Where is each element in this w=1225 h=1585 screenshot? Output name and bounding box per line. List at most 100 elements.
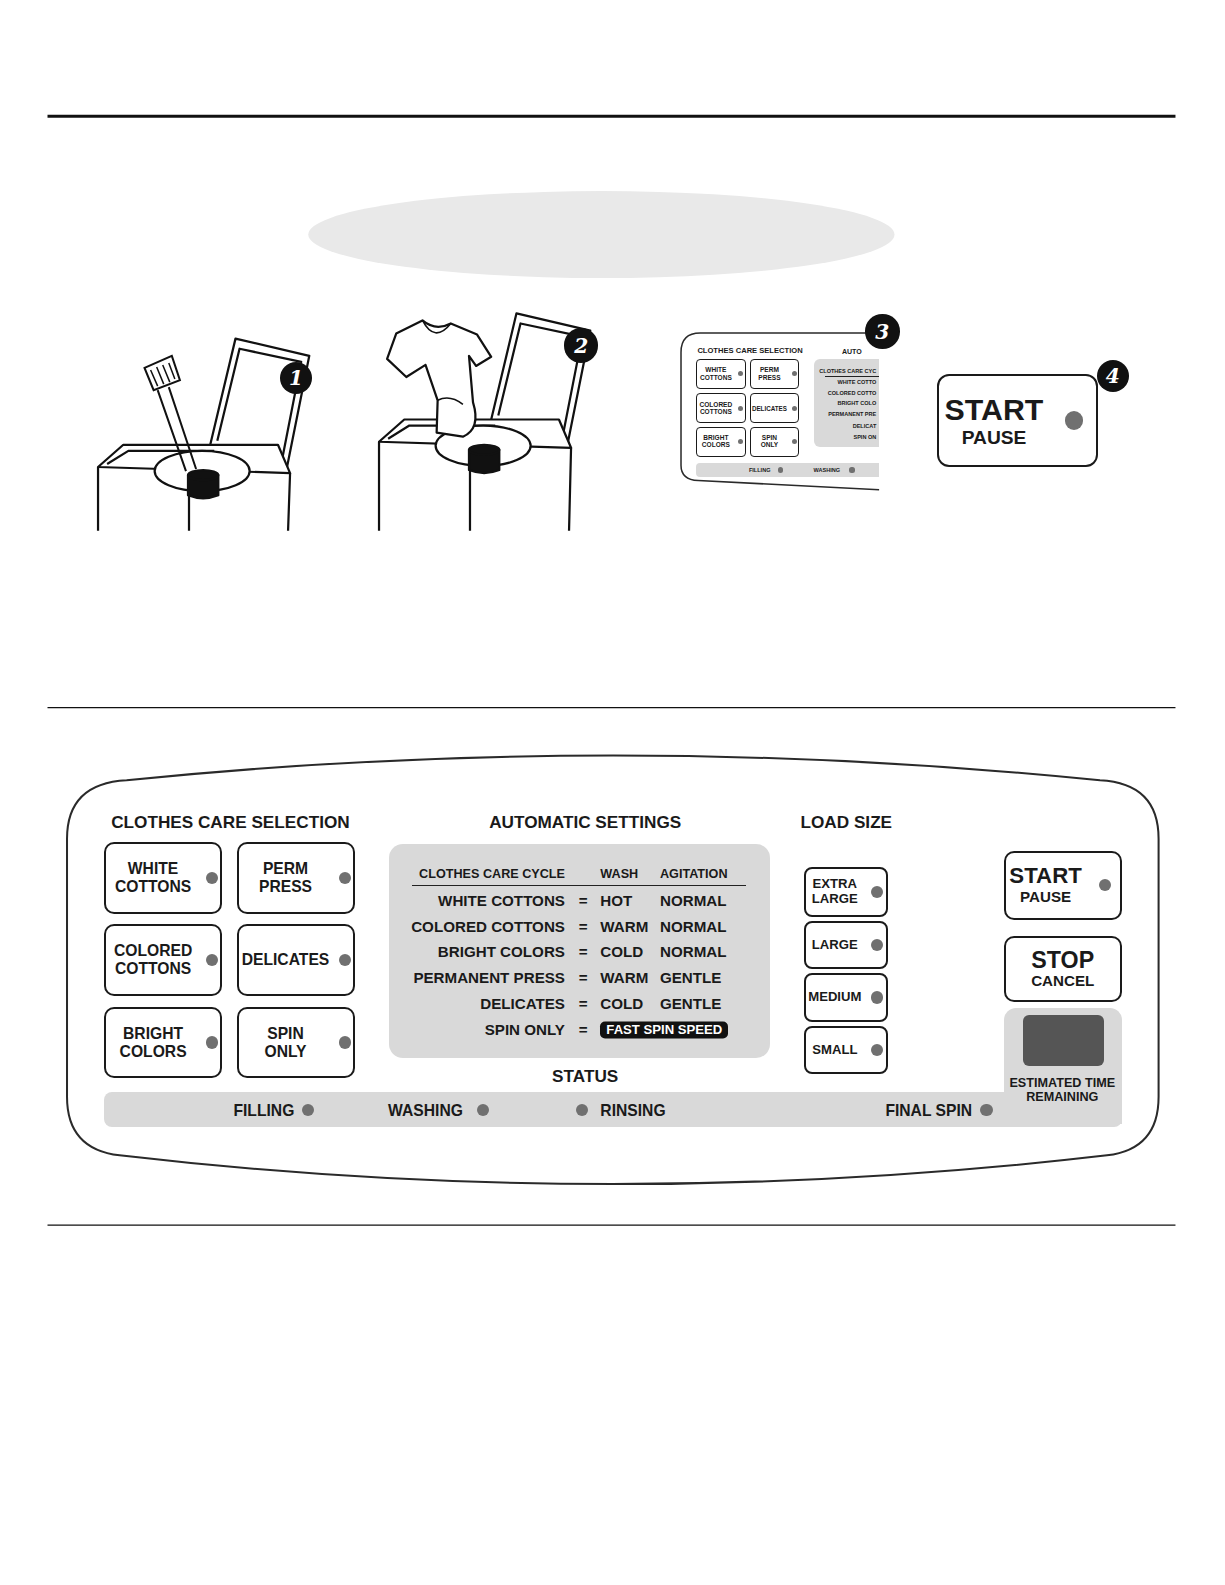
shirt [422,320,462,404]
panel-label: PERMANENT PRESS [413,970,565,987]
button-face: STARTPAUSE [939,376,1049,465]
button-face: WHITE COTTONS [106,844,200,912]
indicator-light [477,1104,489,1116]
control-button: PERM PRESS [237,842,355,914]
panel-label: AGITATION [660,867,728,882]
indicator-light [778,467,783,472]
panel-label: AUTO [842,348,862,356]
button-label: SPIN ONLY [761,434,779,449]
panel-label: = [579,892,588,909]
indicator-light [871,886,883,898]
indicator-light [206,954,218,966]
indicator-light [792,439,797,444]
panel-label: WASH [600,867,638,882]
indicator-light [206,872,218,884]
button-face: BRIGHT COLORS [697,428,734,456]
panel-outline [67,756,1159,1185]
panel-label: NORMAL [660,943,727,960]
panel-label: COLD [600,943,643,960]
panel-outline [681,333,879,490]
panel-label: ESTIMATED TIME REMAINING [1005,1076,1120,1105]
button-label: PAUSE [1020,889,1071,906]
control-button: BRIGHT COLORS [104,1007,222,1079]
panel-label: RINSING [600,1102,665,1120]
callout-number: 1 [280,362,312,394]
panel-label: = [579,970,588,987]
panel-label: DELICATES [480,995,565,1012]
button-label: DELICATES [242,951,330,969]
panel-label: WHITE COTTO [838,379,877,385]
panel-label: WHITE COTTONS [438,892,565,909]
detergent-pour [145,356,197,471]
panel-region: STATUSFILLINGWASHINGRINSINGFINAL SPIN [104,1092,1122,1127]
indicator-light [792,371,797,376]
control-button: LARGE [804,921,889,970]
button-label: WHITE COTTONS [115,860,191,895]
control-button: WHITE COTTONS [104,842,222,914]
button-label: MEDIUM [808,990,861,1005]
section-heading: CLOTHES CARE SELECTION [111,813,350,833]
indicator-light [206,1036,218,1048]
indicator-light [1099,879,1111,891]
button-label: SPIN ONLY [264,1025,306,1060]
section-heading: STATUS [552,1068,618,1088]
button-face: COLORED COTTONS [106,926,200,994]
control-panel: CLOTHES CARE SELECTION LOAD SIZE WHITE COT… [66,753,1161,1190]
button-face: LARGE [806,923,865,967]
panel-label: PERMANENT PRE [828,411,876,417]
panel-label: = [579,995,588,1012]
button-label: STOP [1031,947,1094,973]
button-label: LARGE [812,938,858,953]
control-button: DELICATES [237,924,355,996]
agitator [188,470,218,480]
panel-label: SPIN ONLY [485,1021,565,1038]
table-rule [412,885,746,886]
button-face: SPIN ONLY [239,1009,333,1077]
control-button: PERM PRESS [750,359,800,389]
control-panel: CLOTHES CARE SELECTIONWHITE COTTONSPERM … [680,332,879,492]
indicator-light [339,872,351,884]
indicator-light [871,1044,883,1056]
panel-region: AUTOCLOTHES CARE CYCWHITE COTTOCOLORED C… [814,359,880,447]
button-face: STOPCANCEL [1006,938,1120,1000]
indicator-light [871,991,883,1003]
indicator-light [1065,411,1083,429]
indicator-light [792,406,797,411]
control-button: EXTRA LARGE [804,867,889,917]
indicator-light [339,954,351,966]
button-label: PAUSE [962,427,1027,449]
section-heading: LOAD SIZE [800,813,892,833]
panel-label: FILLING [749,467,771,473]
button-face: SMALL [806,1028,865,1072]
panel-label: CLOTHES CARE CYCLE [419,867,565,882]
button-face: COLORED COTTONS [697,394,734,422]
washer-body [379,442,571,531]
panel-label: NORMAL [660,918,727,935]
indicator-light [980,1104,992,1116]
control-button: SMALL [804,1026,889,1075]
control-button: COLORED COTTONS [104,924,222,996]
shirt [387,320,491,436]
panel-label: CLOTHES CARE CYC [819,368,876,374]
title-ellipse [308,191,894,278]
panel-label: WARM [600,970,648,987]
washer-body [98,467,290,531]
button-label: SMALL [812,1043,857,1058]
button-face: SPIN ONLY [751,428,788,456]
indicator-light [302,1104,314,1116]
button-face: BRIGHT COLORS [106,1009,200,1077]
button-face: PERM PRESS [239,844,333,912]
panel-label: COLD [600,995,643,1012]
agitator [469,445,499,455]
button-label: PERM PRESS [259,860,312,895]
highlight-label: FAST SPIN SPEED [600,1021,728,1038]
time-display [1023,1015,1104,1067]
panel-label: BRIGHT COLO [837,400,876,406]
panel-label: GENTLE [660,995,721,1012]
control-button: SPIN ONLY [237,1007,355,1079]
button-label: CANCEL [1031,973,1094,990]
control-button: STARTPAUSE [937,374,1098,467]
button-label: START [1009,864,1081,889]
button-label: BRIGHT COLORS [120,1025,187,1060]
washer-figure [379,313,590,530]
